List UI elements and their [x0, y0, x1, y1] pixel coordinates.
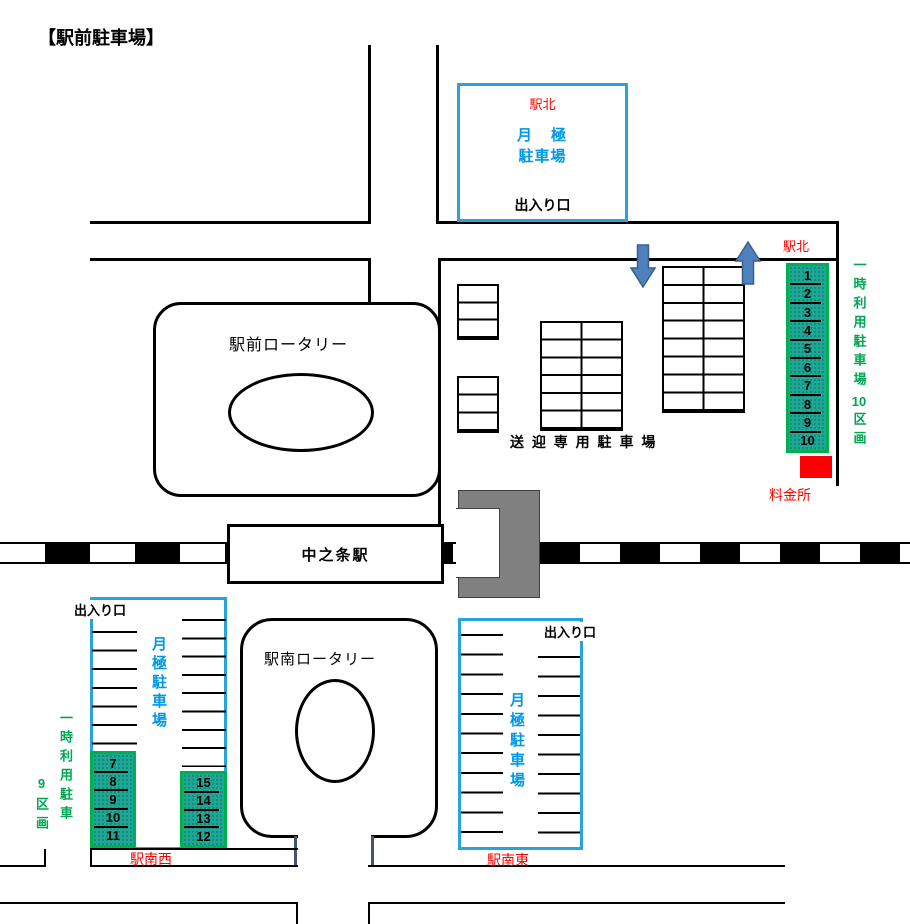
- parking-space-cell: 9: [93, 790, 133, 810]
- parking-space-cell: 11: [106, 828, 120, 844]
- sw-stall-lines-left: [92, 631, 137, 745]
- road-edge-line: [0, 865, 46, 867]
- north-rotary-label: 駅前ロータリー: [229, 337, 349, 354]
- parking-space-cell: 3: [789, 303, 826, 323]
- parking-space-cell: 7: [93, 754, 133, 774]
- parking-space-cell: 7: [789, 376, 826, 397]
- side-label-bottom: 区画: [851, 412, 867, 450]
- side-label-top: 一時利用駐車場: [851, 258, 867, 391]
- parking-space-cell: 14: [183, 792, 224, 811]
- sw-area-label: 駅南西: [130, 851, 172, 867]
- road-edge-line: [368, 865, 785, 867]
- toll-booth-marker: [800, 456, 832, 478]
- south-rotary-label: 駅南ロータリー: [264, 651, 377, 668]
- up-arrow-shape: [734, 240, 762, 285]
- shuttle-parking-grid: [662, 266, 745, 413]
- road-edge-line: [90, 221, 371, 224]
- parking-space-cell: 8: [789, 395, 826, 415]
- enter-arrow-icon: [629, 244, 657, 294]
- parking-space-cell: 10: [93, 809, 133, 829]
- parking-space-cell: 5: [789, 340, 826, 360]
- se-entrance-label: 出入り口: [543, 622, 598, 641]
- road-edge-line: [90, 258, 371, 261]
- south-rotary-opening: [298, 833, 371, 840]
- parking-space-cell: 9: [789, 413, 826, 434]
- road-edge-line: [90, 848, 298, 850]
- se-area-label: 駅南東: [487, 852, 529, 868]
- road-edge-line: [90, 848, 92, 867]
- shuttle-lot-label: 送 迎 専 用 駐 車 場: [510, 434, 658, 450]
- parking-space-cell: 1: [789, 266, 826, 286]
- railway-line: [0, 542, 910, 564]
- south-exit-road-edge: [371, 836, 374, 867]
- road-edge-line: [368, 258, 371, 305]
- road-edge-line: [44, 849, 46, 867]
- road-edge-line: [836, 221, 839, 486]
- north-rotary-loop: [153, 302, 441, 497]
- parking-space-cell: 6: [789, 358, 826, 378]
- se-lot-name: 月極駐車場: [508, 692, 525, 792]
- toll-booth-label: 料金所: [769, 487, 811, 503]
- se-stall-lines-right: [538, 656, 580, 834]
- page-title: 【駅前駐車場】: [38, 28, 164, 48]
- station-name: 中之条駅: [301, 546, 370, 564]
- north-lot-area-label: 駅北: [529, 97, 556, 112]
- road-edge-line: [0, 902, 298, 904]
- parking-space-cell: 8: [93, 772, 133, 792]
- shuttle-parking-grid: [457, 376, 499, 433]
- railway-dashes: [0, 544, 227, 562]
- parking-space-cell: 15: [183, 774, 224, 793]
- north-monthly-lot-box: 駅北 月 極 駐車場 出入り口: [457, 83, 628, 222]
- road-edge-line: [368, 45, 371, 224]
- side-label-num: 10: [851, 394, 867, 409]
- parking-space-cell: 2: [789, 284, 826, 305]
- north-lot-name-line2: 駐車場: [518, 148, 567, 165]
- north-rotary-island: [228, 373, 374, 452]
- sw-temp-caption-right: 一時利用駐車: [58, 711, 73, 825]
- north-temp-area-label: 駅北: [783, 239, 810, 254]
- sw-entrance-label: 出入り口: [73, 600, 128, 619]
- sw-lot-name: 月極駐車場: [150, 636, 167, 731]
- shuttle-parking-grid: [540, 321, 623, 431]
- road-edge-line: [296, 902, 298, 924]
- road-edge-line: [368, 902, 370, 924]
- railway-dashes: [0, 544, 45, 562]
- railway-dashes: [438, 544, 910, 562]
- parking-space-cell: 12: [196, 828, 211, 844]
- road-edge-line: [436, 45, 439, 224]
- north-temp-side-label: 一時利用駐車場 10 区画: [847, 258, 871, 450]
- parking-space-cell: 4: [789, 321, 826, 342]
- north-lot-name-line1: 月 極: [516, 127, 568, 144]
- se-stall-lines-left: [461, 634, 503, 833]
- parking-space-cell: 10: [800, 433, 815, 449]
- sw-temp-caption-left: 9区画: [34, 776, 49, 835]
- sw-stall-lines-right: [182, 619, 226, 767]
- down-arrow-shape: [629, 244, 657, 289]
- road-edge-line: [436, 221, 839, 224]
- station-building-notch: [456, 508, 500, 578]
- north-lot-entrance-label: 出入り口: [514, 197, 571, 213]
- parking-space-cell: 13: [183, 810, 224, 828]
- road-edge-line: [368, 902, 785, 904]
- south-rotary-island: [295, 679, 375, 783]
- south-exit-road-edge: [294, 836, 297, 867]
- road-edge-line: [90, 865, 298, 867]
- station-name-box: 中之条駅: [227, 524, 444, 584]
- shuttle-parking-grid: [457, 284, 499, 340]
- exit-arrow-icon: [734, 240, 762, 290]
